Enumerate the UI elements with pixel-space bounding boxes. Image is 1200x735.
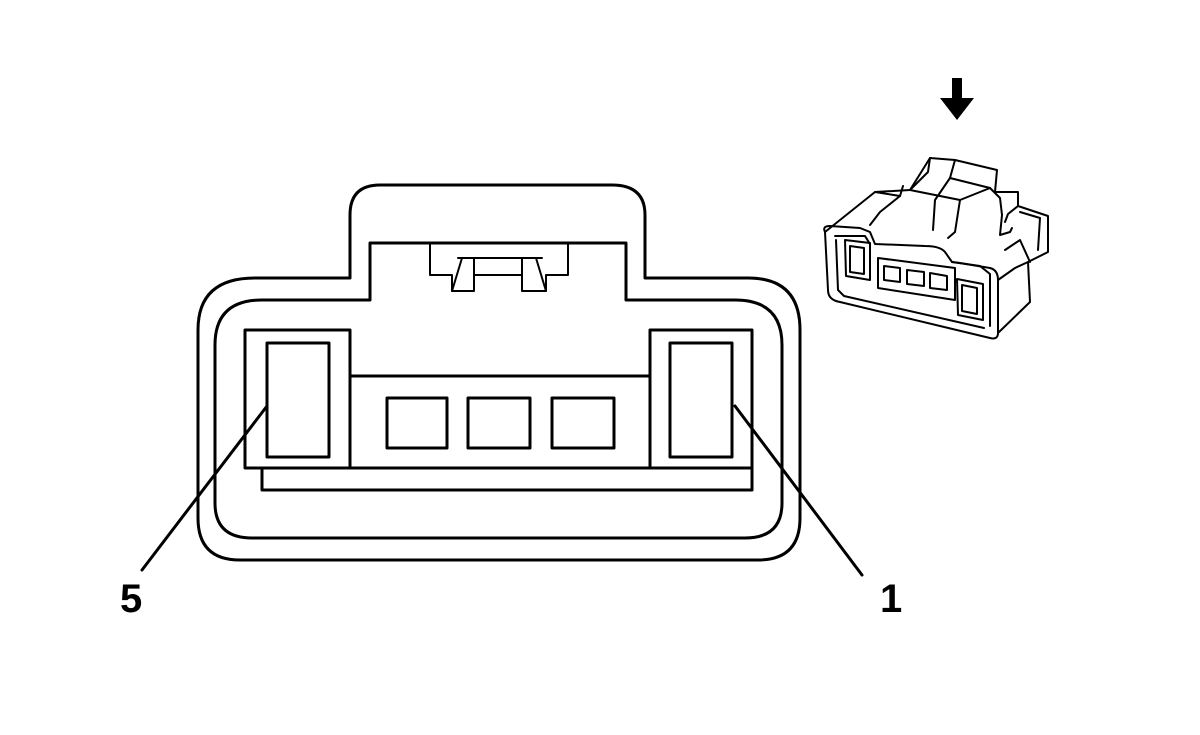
pin-2-terminal xyxy=(550,396,616,450)
pin-1-label: 1 xyxy=(880,577,902,621)
connector-isometric-view xyxy=(823,157,1049,340)
cavity-left-frame xyxy=(243,328,352,470)
pin-5-leader-line xyxy=(140,404,269,572)
cavity-center-frame xyxy=(348,374,652,470)
housing-outer-outline xyxy=(196,183,802,562)
cavity-right-frame xyxy=(648,328,754,470)
housing-inner-outline xyxy=(213,241,784,540)
arrow-down-icon xyxy=(940,78,974,120)
pin-3-terminal xyxy=(466,396,532,450)
cavity-base-step xyxy=(260,466,754,492)
connector-face-view: 5 1 xyxy=(120,183,902,621)
pin-1-leader-line xyxy=(733,404,864,577)
terminal-block xyxy=(243,328,754,492)
pin-5-label: 5 xyxy=(120,577,142,621)
pin-5-terminal xyxy=(265,341,331,459)
latch xyxy=(429,242,569,292)
pin-4-terminal xyxy=(385,396,449,450)
pin-1-terminal xyxy=(668,341,734,459)
